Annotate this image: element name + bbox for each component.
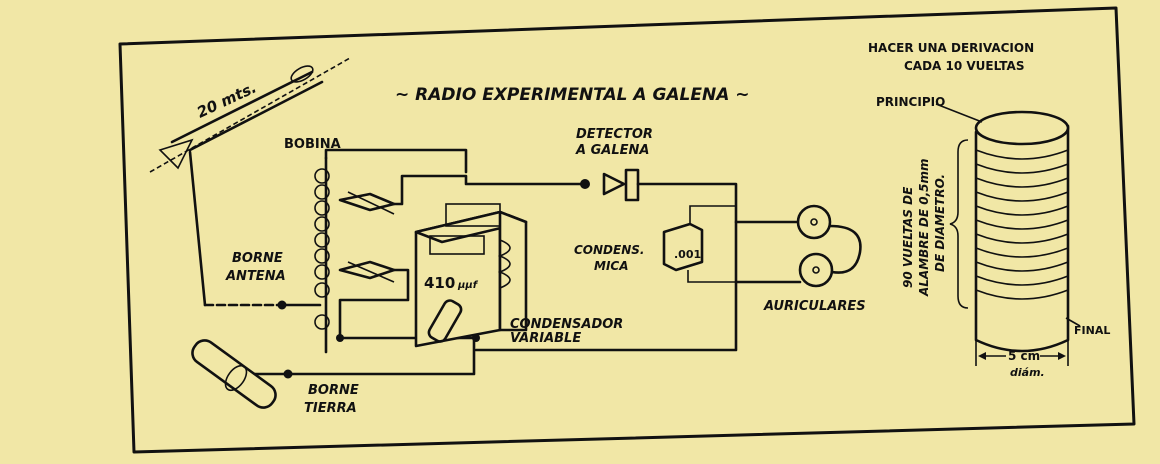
- turns-note: 90 VUELTAS DE ALAMBRE DE 0,5mm DE DIAMET…: [901, 158, 947, 297]
- coil-label: BOBINA: [284, 137, 341, 152]
- wire-top-bus: [324, 148, 468, 174]
- ground-terminal: [283, 369, 293, 379]
- frame-border: [118, 6, 1136, 454]
- diameter-dimension: [975, 340, 1069, 366]
- headphones-label: AURICULARES: [763, 299, 866, 314]
- variable-cap-label-2: VARIABLE: [510, 331, 581, 346]
- mica-cap-value: .001: [674, 248, 701, 261]
- turns-brace: [949, 139, 969, 309]
- turns-note-1: 90 VUELTAS DE: [901, 186, 915, 288]
- variable-cap-unit: μμf: [457, 280, 479, 291]
- alligator-clip-upper: [338, 191, 396, 215]
- headphones: [796, 204, 862, 288]
- antenna-terminal-label-1: BORNE: [232, 251, 283, 266]
- start-label: PRINCIPIO: [876, 95, 945, 109]
- variable-cap-label-1: CONDENSADOR: [510, 317, 623, 332]
- antenna: [149, 57, 351, 307]
- wire-to-headphones-low: [474, 220, 738, 352]
- detector-label-2: A GALENA: [575, 143, 649, 158]
- wire-clip-to-detector: [392, 174, 587, 206]
- mica-cap-label-1: CONDENS.: [574, 243, 644, 257]
- ground-terminal-label-1: BORNE: [308, 383, 359, 398]
- diameter-label-1: 5 cm: [1008, 349, 1040, 363]
- ground-rod: [191, 339, 277, 409]
- ground-terminal-label-2: TIERRA: [304, 401, 357, 416]
- crystal-detector: [580, 168, 640, 202]
- tap-note-1: HACER UNA DERIVACION: [868, 41, 1034, 55]
- mica-capacitor: [662, 205, 736, 283]
- tap-note-2: CADA 10 VUELTAS: [904, 59, 1024, 73]
- turns-note-3: DE DIAMETRO.: [933, 174, 947, 272]
- antenna-terminal: [277, 300, 287, 310]
- alligator-clip-lower: [338, 260, 396, 283]
- diagram-title: ~ RADIO EXPERIMENTAL A GALENA ~: [395, 85, 750, 105]
- wire-detector-out: [636, 182, 802, 224]
- turns-note-2: ALAMBRE DE 0,5mm: [917, 158, 931, 297]
- wire-ground: [232, 336, 476, 376]
- end-label: FINAL: [1074, 324, 1110, 337]
- coil-form: [935, 103, 1081, 353]
- wire-lower-clip: [338, 268, 476, 340]
- mica-cap-label-2: MICA: [594, 259, 629, 273]
- schematic-coil: [314, 156, 330, 354]
- detector-label-1: DETECTOR: [576, 127, 653, 142]
- antenna-terminal-label-2: ANTENA: [225, 269, 286, 284]
- variable-capacitor: [414, 203, 528, 348]
- diameter-label-2: diám.: [1010, 366, 1045, 379]
- variable-cap-value: 410: [424, 274, 455, 292]
